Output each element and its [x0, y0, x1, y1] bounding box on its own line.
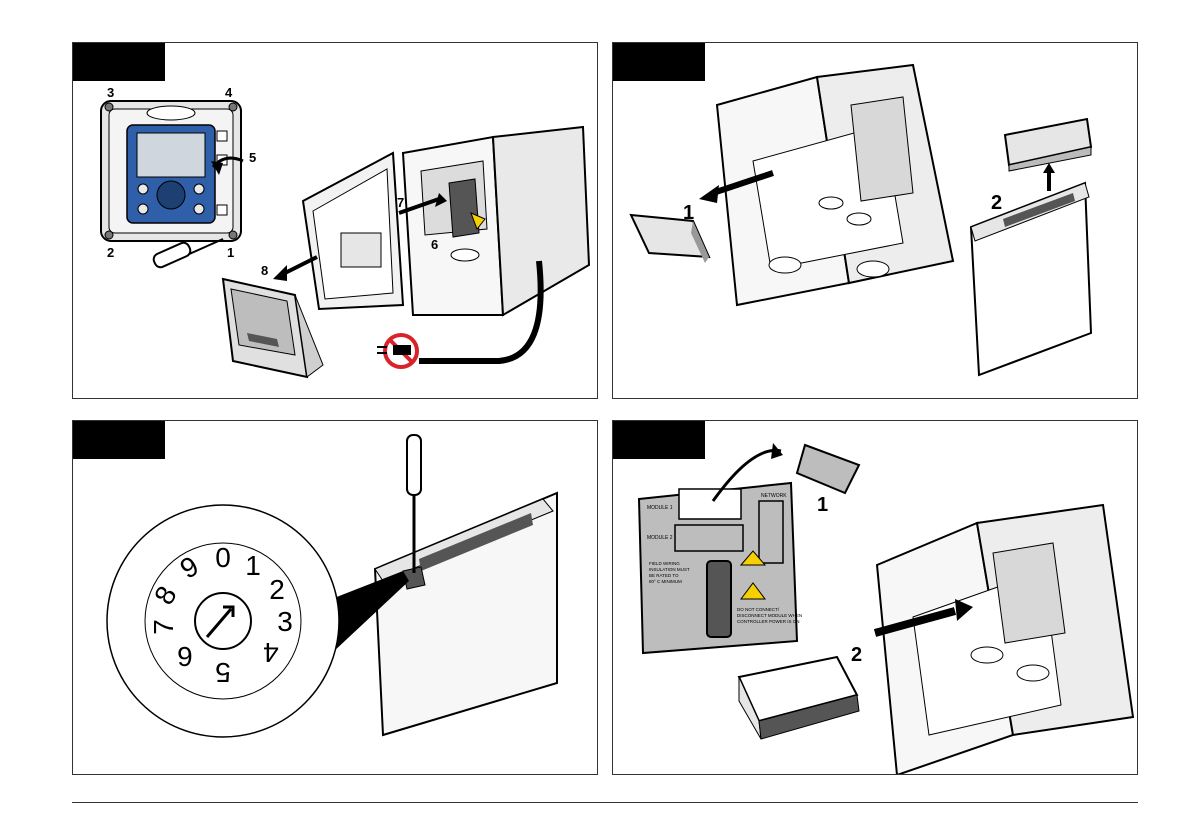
removed-plug [631, 215, 709, 263]
panel-step-2: 1 2 [612, 42, 1138, 399]
label-warning-3: CONTROLLER POWER IS ON [737, 619, 800, 624]
dial-digit-4: 4 [263, 637, 279, 668]
label-warning-2: DISCONNECT MODULE WHEN [737, 613, 802, 618]
panel-3-illustration: 0 1 2 3 4 5 6 7 8 9 [73, 421, 598, 775]
dial-digit-7: 7 [148, 619, 179, 635]
dial-digit-3: 3 [277, 606, 293, 637]
open-enclosure [303, 127, 589, 315]
label-field-wiring-3: BE RATED TO [649, 573, 679, 578]
callout-3: 3 [107, 85, 114, 100]
callout-2: 2 [107, 245, 114, 260]
label-module-1: MODULE 1 [647, 505, 673, 511]
callout-2: 2 [991, 192, 1002, 214]
panel-step-4: MODULE 1 MODULE 2 NETWORK FIELD WIRING I… [612, 420, 1138, 775]
module-card [971, 183, 1091, 375]
label-field-wiring-1: FIELD WIRING [649, 561, 680, 566]
dial-digit-0: 0 [215, 542, 231, 573]
panel-2-illustration: 1 2 [613, 43, 1138, 399]
label-field-wiring-2: INSULATION MUST [649, 567, 690, 572]
label-field-wiring-4: 80° C MINIMUM [649, 579, 682, 584]
dial-digit-5: 5 [215, 657, 231, 688]
dial-digit-6: 6 [177, 641, 193, 672]
callout-4: 4 [225, 85, 233, 100]
callout-2: 2 [851, 644, 862, 666]
label-network: NETWORK [761, 493, 787, 499]
callout-8: 8 [261, 263, 268, 278]
panel-4-illustration: MODULE 1 MODULE 2 NETWORK FIELD WIRING I… [613, 421, 1138, 775]
label-warning-1: DO NOT CONNECT/ [737, 607, 780, 612]
module-cover-plate: MODULE 1 MODULE 2 NETWORK FIELD WIRING I… [639, 483, 802, 653]
removed-label-plate [797, 445, 859, 493]
module-card [739, 657, 859, 739]
rotary-switch-dial: 0 1 2 3 4 5 6 7 8 9 [107, 505, 339, 737]
panel-1-illustration: 3 4 5 2 1 7 6 8 [73, 43, 598, 399]
callout-5: 5 [249, 150, 256, 165]
callout-1: 1 [227, 245, 234, 260]
callout-1: 1 [817, 494, 828, 516]
module-cover [223, 279, 323, 377]
dial-digit-2: 2 [269, 574, 285, 605]
enclosure-interior [877, 505, 1133, 775]
prohibited-plug-icon [377, 335, 417, 367]
label-module-2: MODULE 2 [647, 535, 673, 541]
screwdriver-icon [152, 239, 223, 269]
callout-7: 7 [397, 195, 404, 210]
footer-rule [72, 802, 1138, 803]
panel-step-3: 0 1 2 3 4 5 6 7 8 9 [72, 420, 598, 775]
callout-1: 1 [683, 202, 694, 224]
terminal-block [1005, 119, 1091, 171]
callout-6: 6 [431, 237, 438, 252]
module-card [375, 493, 557, 735]
panel-step-1: 3 4 5 2 1 7 6 8 [72, 42, 598, 399]
enclosure-interior [717, 65, 953, 305]
dial-digit-1: 1 [245, 550, 261, 581]
